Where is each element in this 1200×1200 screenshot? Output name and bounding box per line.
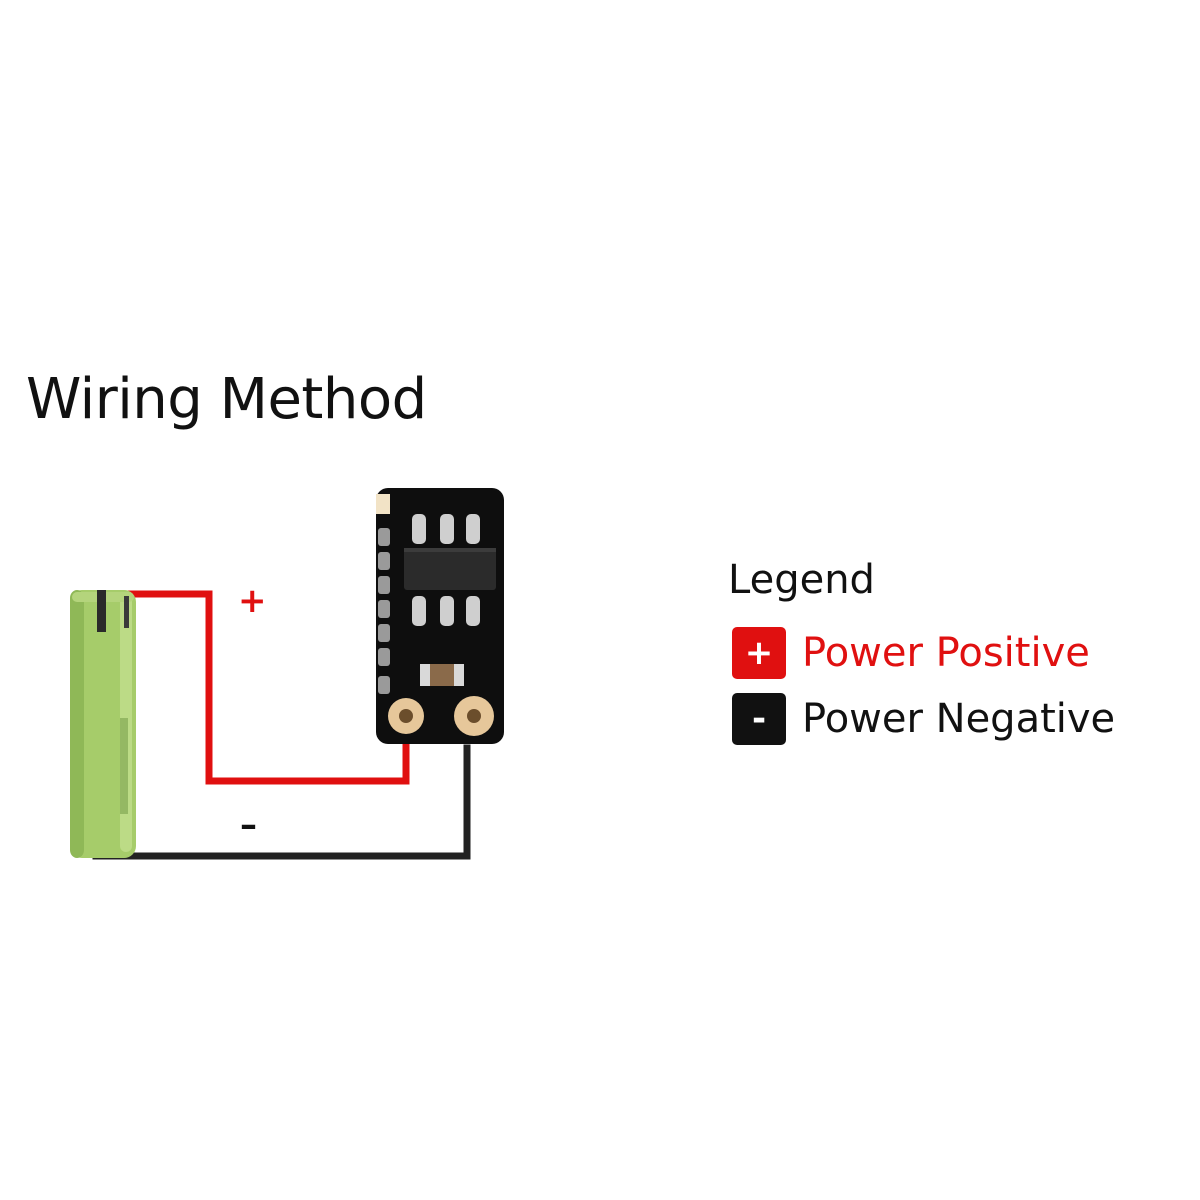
positive-swatch: + bbox=[732, 627, 786, 679]
legend-label-negative: Power Negative bbox=[802, 696, 1116, 742]
negative-swatch: - bbox=[732, 693, 786, 745]
positive-wire bbox=[94, 590, 410, 785]
legend-label-positive: Power Positive bbox=[802, 630, 1090, 676]
capacitor bbox=[420, 664, 464, 686]
module-board bbox=[376, 488, 504, 744]
negative-wire-label: – bbox=[240, 805, 257, 845]
ic-chip bbox=[404, 548, 496, 590]
legend: Legend + Power Positive - Power Negative bbox=[728, 552, 1168, 752]
negative-wire bbox=[92, 744, 471, 860]
positive-wire-label: + bbox=[238, 581, 267, 621]
battery-cell bbox=[70, 590, 136, 858]
legend-title: Legend bbox=[728, 557, 875, 603]
battery-terminal-tab bbox=[97, 590, 106, 632]
legend-item-negative: - Power Negative bbox=[728, 686, 1168, 752]
page-title: Wiring Method bbox=[26, 367, 427, 432]
legend-item-positive: + Power Positive bbox=[728, 620, 1168, 686]
